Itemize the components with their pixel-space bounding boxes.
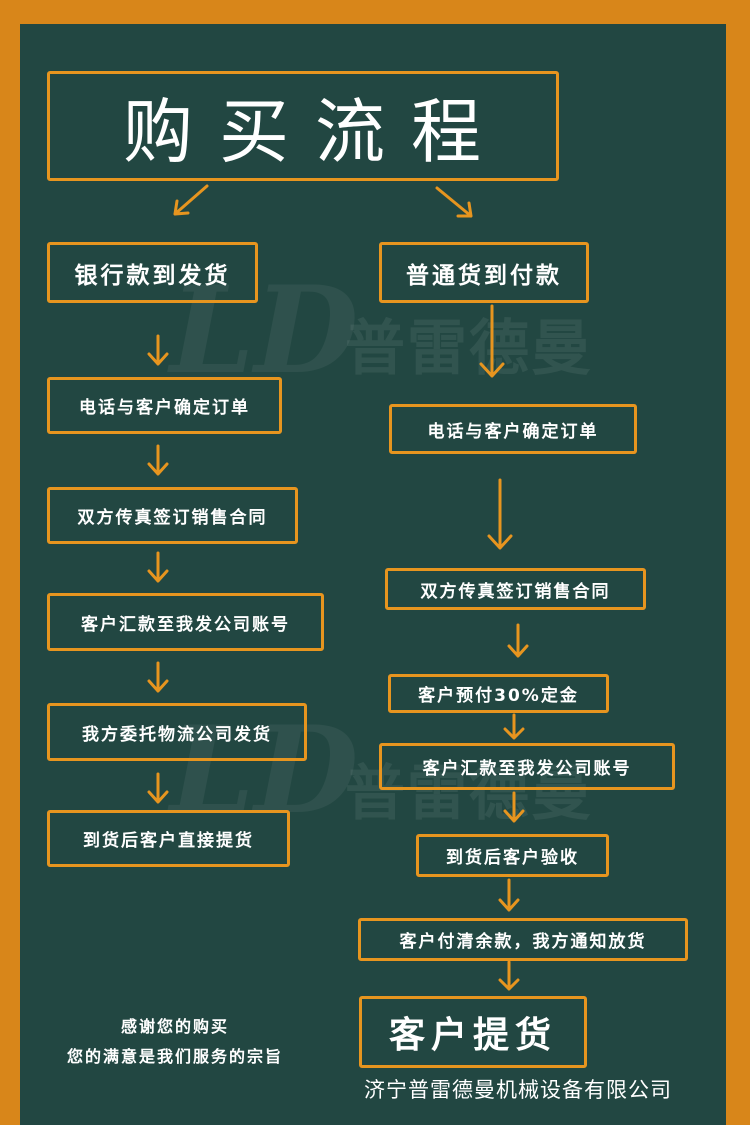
thanks-line-2: 您的满意是我们服务的宗旨 <box>66 1047 283 1066</box>
right-step-1: 电话与客户确定订单 <box>389 404 637 454</box>
arrow-left-4 <box>147 661 169 693</box>
arrow-title-left <box>173 184 209 216</box>
final-step: 客户提货 <box>359 996 587 1068</box>
thanks-line-1: 感谢您的购买 <box>120 1017 229 1036</box>
right-flow-heading: 普通货到付款 <box>379 242 589 303</box>
right-step-3: 客户预付30%定金 <box>388 674 609 713</box>
page-title: 购买流程 <box>47 71 559 181</box>
arrow-right-4 <box>503 713 525 740</box>
left-step-5: 到货后客户直接提货 <box>47 810 290 867</box>
right-step-5: 到货后客户验收 <box>416 834 609 877</box>
arrow-left-3 <box>147 551 169 583</box>
arrow-left-2 <box>147 444 169 476</box>
chalkboard <box>20 24 726 1125</box>
arrow-right-7 <box>498 960 520 991</box>
right-step-4: 客户汇款至我发公司账号 <box>379 743 675 790</box>
left-step-1: 电话与客户确定订单 <box>47 377 282 434</box>
arrow-left-1 <box>147 334 169 366</box>
arrow-right-5 <box>503 791 525 823</box>
arrow-left-5 <box>147 772 169 804</box>
arrow-right-3 <box>507 623 529 658</box>
left-step-4: 我方委托物流公司发货 <box>47 703 307 761</box>
watermark-brand: 普雷德曼 <box>345 314 593 384</box>
arrow-right-1 <box>479 304 505 378</box>
left-flow-heading: 银行款到发货 <box>47 242 258 303</box>
company-name: 济宁普雷德曼机械设备有限公司 <box>364 1078 672 1102</box>
left-step-3: 客户汇款至我发公司账号 <box>47 593 324 651</box>
arrow-right-6 <box>498 878 520 912</box>
right-step-2: 双方传真签订销售合同 <box>385 568 646 610</box>
watermark-brand-2: 普雷德曼 <box>345 759 593 829</box>
arrow-title-right <box>435 186 473 218</box>
left-step-2: 双方传真签订销售合同 <box>47 487 298 544</box>
right-step-6: 客户付清余款，我方通知放货 <box>358 918 688 961</box>
watermark-logo-2: LD <box>170 700 359 841</box>
arrow-right-2 <box>487 478 513 550</box>
